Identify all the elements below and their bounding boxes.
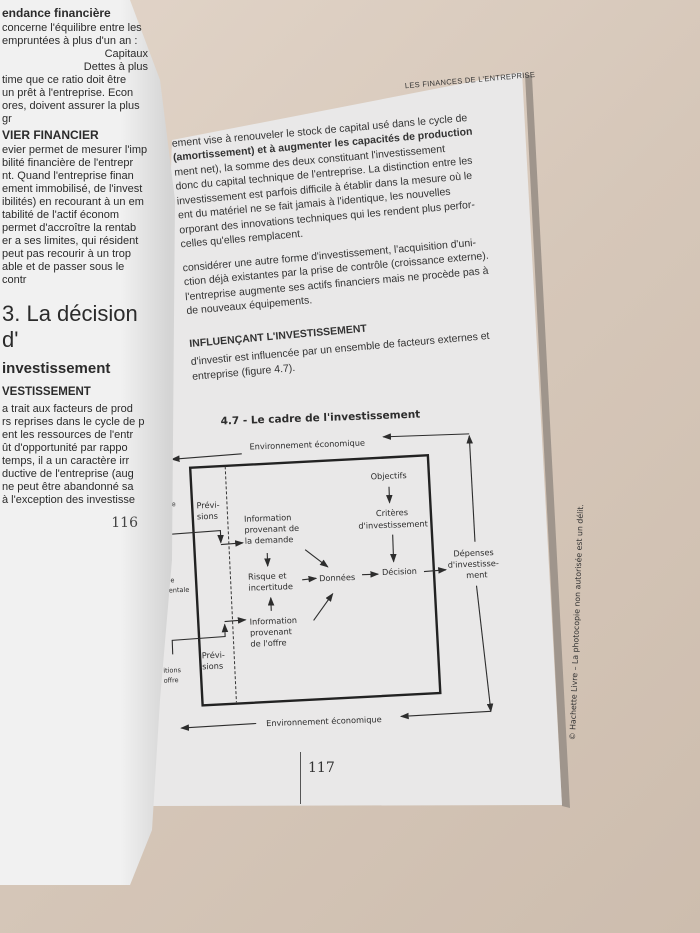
label-objectifs: Objectifs <box>370 470 406 481</box>
label-previsions-bottom-2: sions <box>202 661 223 672</box>
label-depenses-1: Dépenses <box>453 547 494 558</box>
text-line: à l'exception des investisse <box>2 494 135 506</box>
text-line: ibilités) en recourant à un em <box>2 196 144 208</box>
text-line: Dettes à plus <box>83 61 148 73</box>
text-line: evier permet de mesurer l'imp <box>2 144 148 156</box>
text-line: er a ses limites, qui résident <box>2 235 139 247</box>
label-previsions-top-2: sions <box>197 511 218 522</box>
text-line: ductive de l'entreprise (aug <box>2 468 134 480</box>
label-risque-1: Risque et <box>248 570 288 581</box>
label-info-demande-2: provenant de <box>244 523 299 535</box>
left-section-heading: VIER FINANCIER <box>2 128 99 142</box>
text-line: permet d'accroître la rentab <box>2 222 137 234</box>
label-criteres-2: d'investissement <box>358 518 429 530</box>
text-line: un prêt à l'entreprise. Econ <box>2 87 134 99</box>
label-risque-2: incertitude <box>248 581 293 593</box>
environment-label-top: Environnement économique <box>249 438 365 452</box>
page-number-right: 117 <box>308 760 335 776</box>
text-line: peut pas recourir à un trop <box>2 248 132 260</box>
text-line: ores, doivent assurer la plus gr <box>2 100 140 125</box>
text-line: ent les ressources de l'entr <box>2 429 134 441</box>
text-line: concerne l'équilibre entre les <box>2 22 142 34</box>
left-heading: endance financière <box>2 6 111 20</box>
label-info-demande-3: la demande <box>245 534 294 546</box>
label-criteres-1: Critères <box>376 507 408 518</box>
label-info-offre-3: de l'offre <box>250 637 287 648</box>
right-page-text: LES FINANCES DE L'ENTREPRISE ement vise … <box>168 69 552 393</box>
text-line: empruntées à plus d'un an : <box>2 35 138 47</box>
label-depenses-2: d'investisse- <box>448 558 499 570</box>
chapter-subtitle: investissement <box>2 360 111 377</box>
environment-label-bottom: Environnement économique <box>266 714 382 728</box>
figure-investment-framework: 4.7 - Le cadre de l'investissement <box>150 392 542 750</box>
text-line: ne peut être abandonné sa <box>2 481 134 493</box>
label-info-offre-2: provenant <box>250 626 293 637</box>
label-previsions-bottom-1: Prévi- <box>202 650 225 661</box>
label-donnees: Données <box>319 572 355 583</box>
label-decision: Décision <box>382 566 417 577</box>
text-line: ement immobilisé, de l'invest <box>2 183 143 195</box>
cut-label: itions <box>163 666 182 675</box>
figure-title: 4.7 - Le cadre de l'investissement <box>220 409 420 428</box>
text-line: able et de passer sous le contr <box>2 261 125 286</box>
page-number-left: 116 <box>111 515 138 531</box>
text-line: nt. Quand l'entreprise finan <box>2 170 134 182</box>
text-line: time que ce ratio doit être <box>2 74 127 86</box>
left-page-text: endance financière concerne l'équilibre … <box>2 4 148 531</box>
paragraph-1: ement vise à renouveler le stock de capi… <box>171 105 540 252</box>
cut-label: offre <box>163 676 178 685</box>
text-line: bilité financière de l'entrepr <box>2 157 134 169</box>
label-previsions-top-1: Prévi- <box>196 500 219 511</box>
left-section-heading-2: VESTISSEMENT <box>2 386 91 398</box>
chapter-title: 3. La décision d' <box>2 301 138 352</box>
text-line: Capitaux <box>104 48 148 60</box>
label-depenses-3: ment <box>466 569 489 580</box>
text-line: rs reprises dans le cycle de p <box>2 416 145 428</box>
label-info-offre-1: Information <box>249 615 297 627</box>
text-line: a trait aux facteurs de prod <box>2 403 133 415</box>
label-info-demande-1: Information <box>244 512 292 524</box>
cut-label: mentale <box>162 586 189 595</box>
text-line: temps, il a un caractère irr <box>2 455 130 467</box>
text-line: tabilité de l'actif économ <box>2 209 120 221</box>
text-line: ût d'opportunité par rappo <box>2 442 128 454</box>
page-number-rule <box>300 752 301 804</box>
